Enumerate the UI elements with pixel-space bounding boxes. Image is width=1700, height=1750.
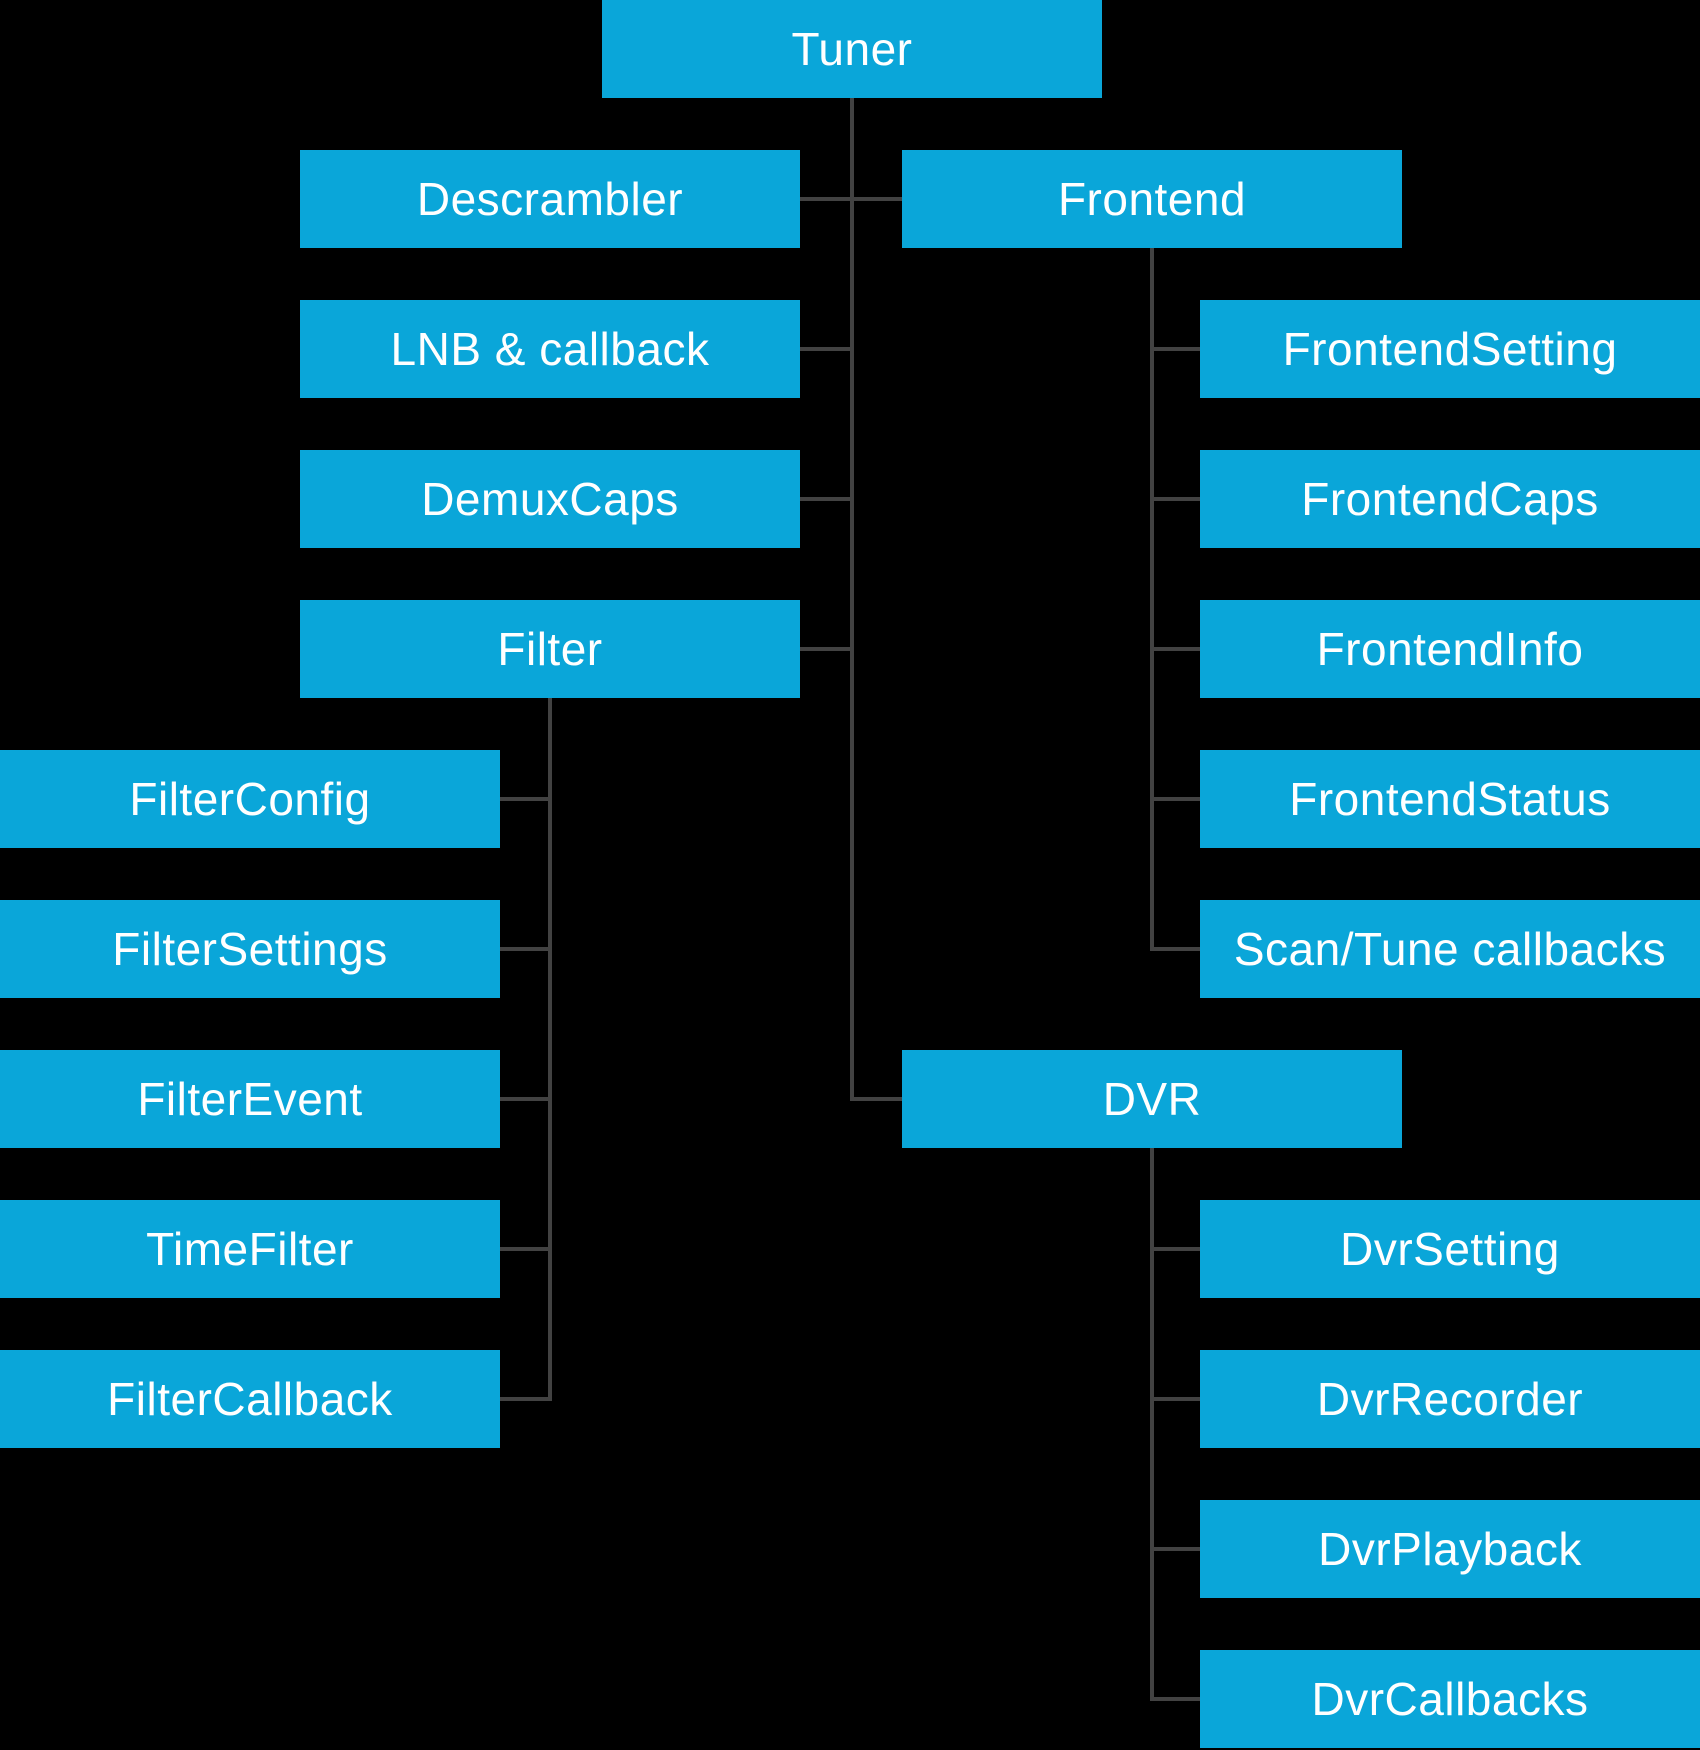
connector-scantune-stub bbox=[1150, 947, 1200, 951]
connector-dvr-trunk bbox=[1150, 1148, 1154, 1701]
connector-filtercallback-stub bbox=[500, 1397, 552, 1401]
connector-dvrrecorder-stub bbox=[1150, 1397, 1200, 1401]
connector-dvrplayback-stub bbox=[1150, 1547, 1200, 1551]
connector-descrambler-frontend bbox=[800, 197, 902, 201]
node-frontendinfo: FrontendInfo bbox=[1200, 600, 1700, 698]
node-frontend: Frontend bbox=[902, 150, 1402, 248]
node-timefilter: TimeFilter bbox=[0, 1200, 500, 1298]
connector-frontendcaps-stub bbox=[1150, 497, 1200, 501]
node-filterconfig: FilterConfig bbox=[0, 750, 500, 848]
node-dvrsetting: DvrSetting bbox=[1200, 1200, 1700, 1298]
node-frontendstatus: FrontendStatus bbox=[1200, 750, 1700, 848]
connector-frontendinfo-stub bbox=[1150, 647, 1200, 651]
node-frontendcaps: FrontendCaps bbox=[1200, 450, 1700, 548]
node-filtersettings: FilterSettings bbox=[0, 900, 500, 998]
connector-demuxcaps-stub bbox=[800, 497, 854, 501]
node-filterevent: FilterEvent bbox=[0, 1050, 500, 1148]
node-descrambler: Descrambler bbox=[300, 150, 800, 248]
node-dvrplayback: DvrPlayback bbox=[1200, 1500, 1700, 1598]
connector-filterconfig-stub bbox=[500, 797, 552, 801]
connector-filterevent-stub bbox=[500, 1097, 552, 1101]
node-filter: Filter bbox=[300, 600, 800, 698]
node-dvrcallbacks: DvrCallbacks bbox=[1200, 1650, 1700, 1748]
connector-frontendsetting-stub bbox=[1150, 347, 1200, 351]
connector-tuner-trunk bbox=[850, 98, 854, 1101]
connector-frontendstatus-stub bbox=[1150, 797, 1200, 801]
node-scantune-callbacks: Scan/Tune callbacks bbox=[1200, 900, 1700, 998]
node-dvr: DVR bbox=[902, 1050, 1402, 1148]
connector-filtersettings-stub bbox=[500, 947, 552, 951]
connector-dvrsetting-stub bbox=[1150, 1247, 1200, 1251]
connector-frontend-trunk bbox=[1150, 248, 1154, 951]
node-tuner: Tuner bbox=[602, 0, 1102, 98]
connector-dvrcallbacks-stub bbox=[1150, 1697, 1200, 1701]
connector-lnb-stub bbox=[800, 347, 854, 351]
node-filtercallback: FilterCallback bbox=[0, 1350, 500, 1448]
connector-filter-stub bbox=[800, 647, 854, 651]
node-frontendsetting: FrontendSetting bbox=[1200, 300, 1700, 398]
node-lnb-callback: LNB & callback bbox=[300, 300, 800, 398]
connector-timefilter-stub bbox=[500, 1247, 552, 1251]
connector-filter-trunk bbox=[548, 698, 552, 1401]
node-demuxcaps: DemuxCaps bbox=[300, 450, 800, 548]
connector-dvr-elbow bbox=[850, 1097, 902, 1101]
node-dvrrecorder: DvrRecorder bbox=[1200, 1350, 1700, 1448]
